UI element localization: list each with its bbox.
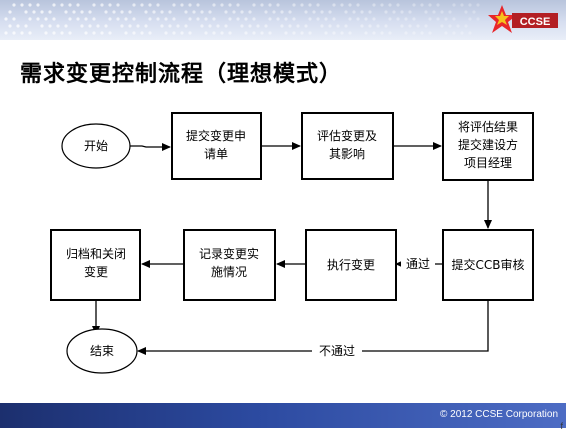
node-submit-evaluation-line3: 项目经理 xyxy=(464,156,512,170)
node-end-label: 结束 xyxy=(90,344,114,358)
node-record-change: 记录变更实 施情况 xyxy=(183,229,276,301)
node-submit-evaluation: 将评估结果 提交建设方 项目经理 xyxy=(442,112,534,181)
node-record-change-line2: 施情况 xyxy=(211,265,247,279)
node-submit-evaluation-line2: 提交建设方 xyxy=(458,137,518,152)
node-execute-change-label: 执行变更 xyxy=(327,257,375,272)
node-submit-request: 提交变更申 请单 xyxy=(171,112,262,180)
logo-text: CCSE xyxy=(520,16,551,28)
node-evaluate-change-line1: 评估变更及 xyxy=(317,128,377,143)
node-archive-close-line1: 归档和关闭 xyxy=(66,247,126,261)
edge-ccb-to-end xyxy=(137,300,489,355)
node-record-change-line1: 记录变更实 xyxy=(199,246,259,261)
copyright-text: © 2012 CCSE Corporation xyxy=(440,409,558,420)
node-start: 开始 xyxy=(61,123,131,169)
node-ccb-review-label: 提交CCB审核 xyxy=(452,257,525,272)
node-evaluate-change: 评估变更及 其影响 xyxy=(301,112,394,180)
node-submit-request-line1: 提交变更申 xyxy=(186,128,246,143)
header-band: CCSE xyxy=(0,0,566,40)
node-execute-change: 执行变更 xyxy=(305,229,397,301)
flow-edges xyxy=(92,142,492,355)
slide-title: 需求变更控制流程（理想模式） xyxy=(20,62,343,87)
header-pattern xyxy=(4,3,480,35)
node-end: 结束 xyxy=(66,328,138,374)
node-submit-request-line2: 请单 xyxy=(204,147,228,161)
edge-label-reject: 不通过 xyxy=(319,344,355,358)
edge-label-pass: 通过 xyxy=(406,257,430,271)
node-ccb-review: 提交CCB审核 xyxy=(442,229,534,301)
node-archive-close-line2: 变更 xyxy=(84,264,108,279)
node-archive-close: 归档和关闭 变更 xyxy=(50,229,141,301)
node-submit-evaluation-line1: 将评估结果 xyxy=(458,120,518,134)
node-evaluate-change-line2: 其影响 xyxy=(329,146,365,161)
edge-start-to-submit-request xyxy=(130,143,171,151)
ccse-logo: CCSE xyxy=(488,5,558,33)
label-pass-bg xyxy=(401,256,435,272)
footer-band: © 2012 CCSE Corporation xyxy=(0,403,566,428)
label-reject-bg xyxy=(312,343,362,359)
node-start-label: 开始 xyxy=(84,139,108,153)
page-number: f xyxy=(560,421,563,431)
